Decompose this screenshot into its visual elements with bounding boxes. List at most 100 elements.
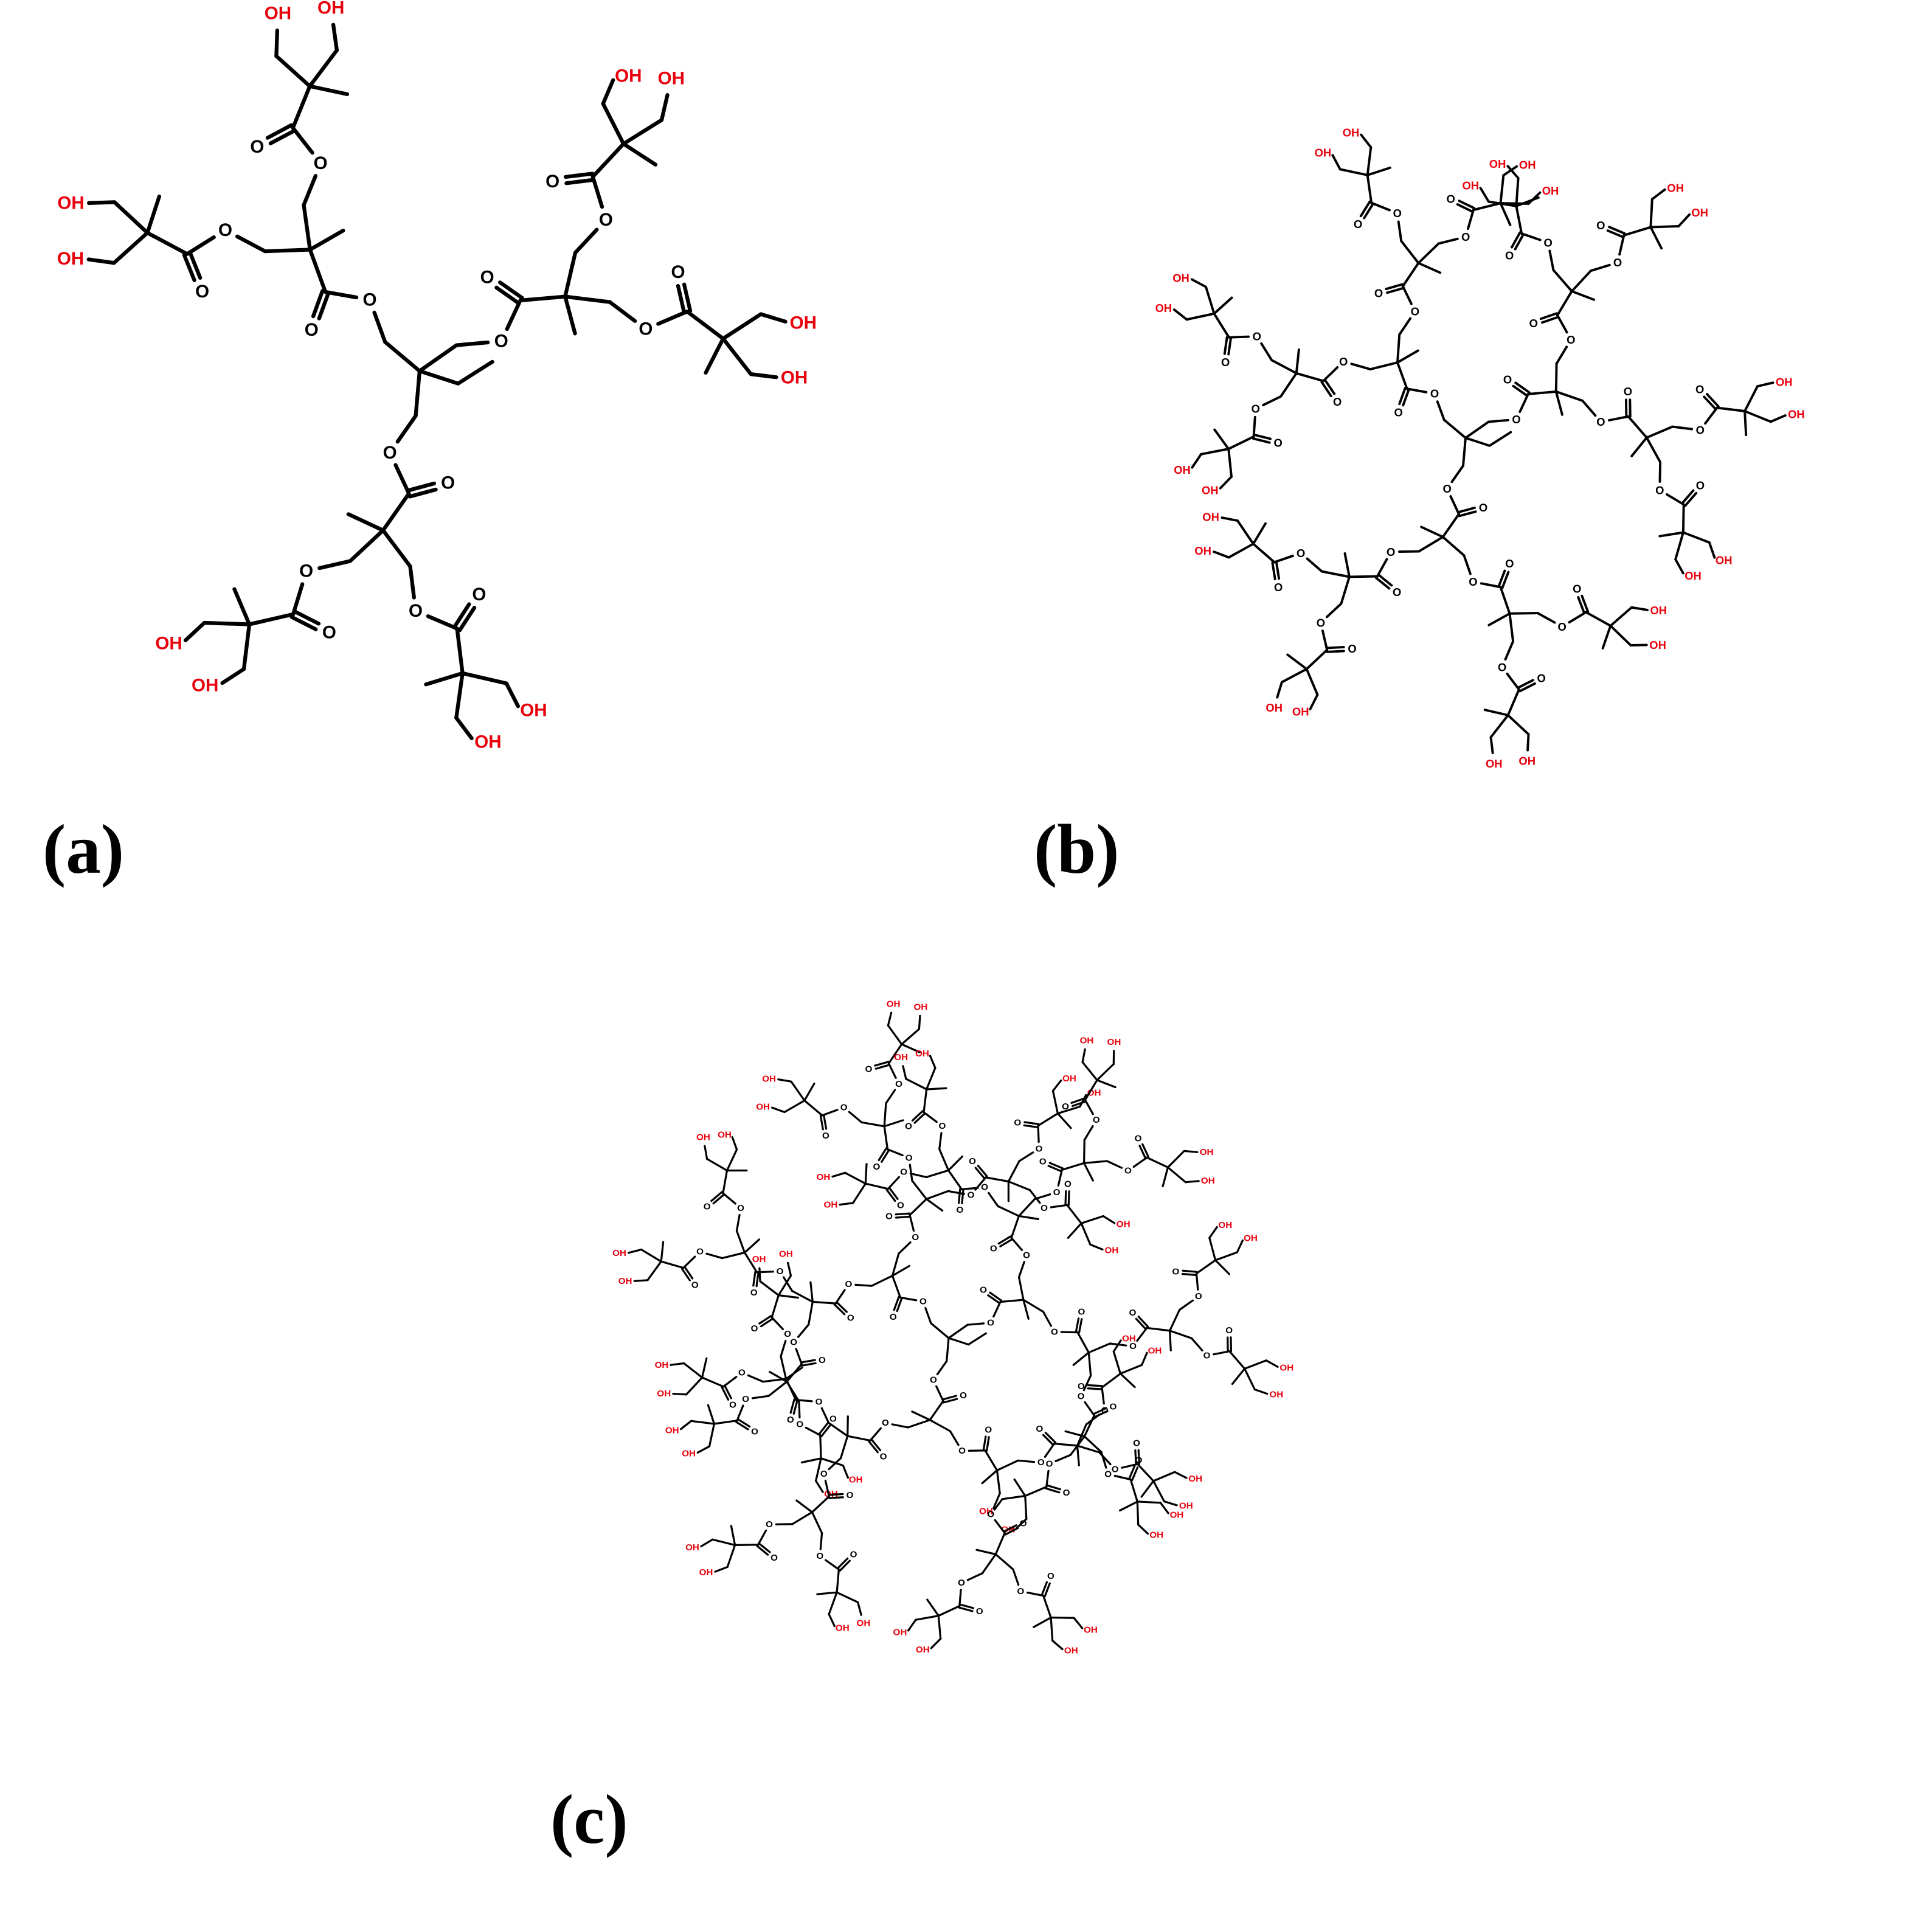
ester-oxygen-label: O: [958, 1446, 966, 1456]
bond-line: [1441, 513, 1460, 538]
bond-line: [819, 1532, 823, 1550]
hydroxyl-label: OH: [1188, 1474, 1202, 1484]
bond-line: [676, 283, 687, 314]
carbonyl-oxygen-label: O: [729, 1400, 736, 1410]
bond-line: [1463, 554, 1472, 575]
bond-line: [1136, 1500, 1140, 1526]
bond-line: [1051, 1089, 1059, 1115]
bond-line: [946, 1337, 950, 1362]
bond-line: [1514, 381, 1531, 394]
bond-line: [188, 251, 203, 280]
bond-line: [1609, 624, 1632, 647]
bond-line: [1214, 1251, 1238, 1261]
hydroxyl-label: OH: [1148, 1345, 1162, 1356]
bond-line: [1480, 582, 1502, 589]
bond-line: [1040, 1581, 1048, 1597]
hydroxyl-label: OH: [57, 193, 84, 213]
carbonyl-oxygen-label: O: [1274, 436, 1283, 449]
bond-line: [714, 1566, 729, 1573]
bond-line: [819, 1434, 822, 1460]
hydroxyl-label: OH: [155, 633, 182, 653]
bond-line: [891, 1274, 902, 1299]
bond-line: [291, 84, 312, 130]
bond-line: [1716, 406, 1747, 412]
bond-line: [1168, 1308, 1181, 1332]
hydroxyl-label: OH: [265, 3, 291, 23]
hydroxyl-label: OH: [1194, 544, 1211, 557]
bond-line: [1554, 390, 1584, 402]
bond-line: [1118, 1500, 1138, 1512]
bond-line: [601, 102, 626, 146]
bond-line: [710, 1191, 723, 1202]
carbonyl-oxygen-label: O: [1695, 383, 1704, 396]
bond-line: [888, 1187, 899, 1200]
bond-line: [1487, 418, 1509, 423]
hydroxyl-label: OH: [1084, 1625, 1098, 1635]
bond-line: [1376, 558, 1388, 578]
bond-line: [381, 491, 411, 533]
bond-line: [1137, 1524, 1149, 1535]
bond-line: [1131, 1466, 1139, 1482]
bond-line: [1305, 668, 1319, 696]
bond-line: [995, 1469, 1001, 1494]
bond-line: [1253, 433, 1272, 440]
bond-line: [907, 1418, 931, 1429]
bond-line: [1132, 1156, 1148, 1168]
carbonyl-oxygen-label: O: [250, 137, 264, 157]
panel-a-label: (a): [43, 811, 124, 888]
carbonyl-oxygen-label: O: [1221, 356, 1230, 369]
bond-line: [911, 1110, 924, 1122]
ester-oxygen-label: O: [1078, 1392, 1085, 1402]
bond-line: [372, 310, 387, 344]
bond-line: [1085, 1413, 1101, 1426]
bond-line: [308, 48, 339, 88]
bond-line: [833, 1303, 846, 1316]
hydroxyl-label: OH: [1292, 705, 1309, 718]
bond-line: [721, 1386, 730, 1401]
bond-line: [929, 1055, 937, 1069]
bond-line: [1137, 1449, 1141, 1465]
bond-line: [1096, 1079, 1117, 1089]
bond-line: [731, 1136, 738, 1151]
ester-oxygen-label: O: [1544, 237, 1553, 249]
bond-line: [232, 587, 252, 626]
bond-line: [1684, 491, 1698, 507]
bond-line: [656, 310, 690, 326]
bond-line: [941, 1395, 957, 1401]
bond-line: [794, 1398, 813, 1403]
bond-line: [660, 1241, 665, 1263]
carbonyl-oxygen-label: O: [322, 623, 336, 643]
bond-line: [993, 1498, 1003, 1511]
bond-line: [938, 1132, 943, 1150]
bond-line: [1366, 146, 1373, 176]
carbonyl-oxygen-label: O: [850, 1550, 857, 1560]
bond-line: [902, 1065, 907, 1080]
carbonyl-oxygen-label: O: [880, 1451, 887, 1462]
bond-line: [935, 1385, 944, 1403]
bond-line: [293, 609, 321, 626]
carbonyl-oxygen-label: O: [969, 1156, 976, 1167]
bond-line: [883, 1119, 904, 1128]
bond-line: [1054, 1454, 1072, 1463]
bond-line: [1252, 543, 1276, 564]
bond-line: [864, 1163, 868, 1185]
bond-line: [1325, 602, 1343, 619]
bond-line: [947, 1337, 970, 1346]
bond-line: [997, 1205, 1020, 1217]
bond-line: [1548, 249, 1555, 272]
hydroxyl-label: OH: [915, 1049, 929, 1059]
bond-line: [1106, 1160, 1123, 1169]
bond-line: [995, 1459, 1019, 1472]
ester-oxygen-label: O: [895, 1079, 902, 1089]
ester-oxygen-label: O: [1053, 1187, 1061, 1198]
bond-line: [1166, 1166, 1187, 1184]
bond-line: [274, 28, 280, 58]
bond-line: [924, 1306, 932, 1325]
bond-line: [1042, 1311, 1053, 1327]
bond-line: [1070, 1097, 1086, 1105]
hydroxyl-label: OH: [1122, 1333, 1136, 1344]
bond-line: [1061, 1162, 1085, 1171]
carbonyl-oxygen-label: O: [441, 473, 455, 493]
ester-oxygen-label: O: [968, 1190, 975, 1201]
bond-line: [1096, 1063, 1115, 1081]
